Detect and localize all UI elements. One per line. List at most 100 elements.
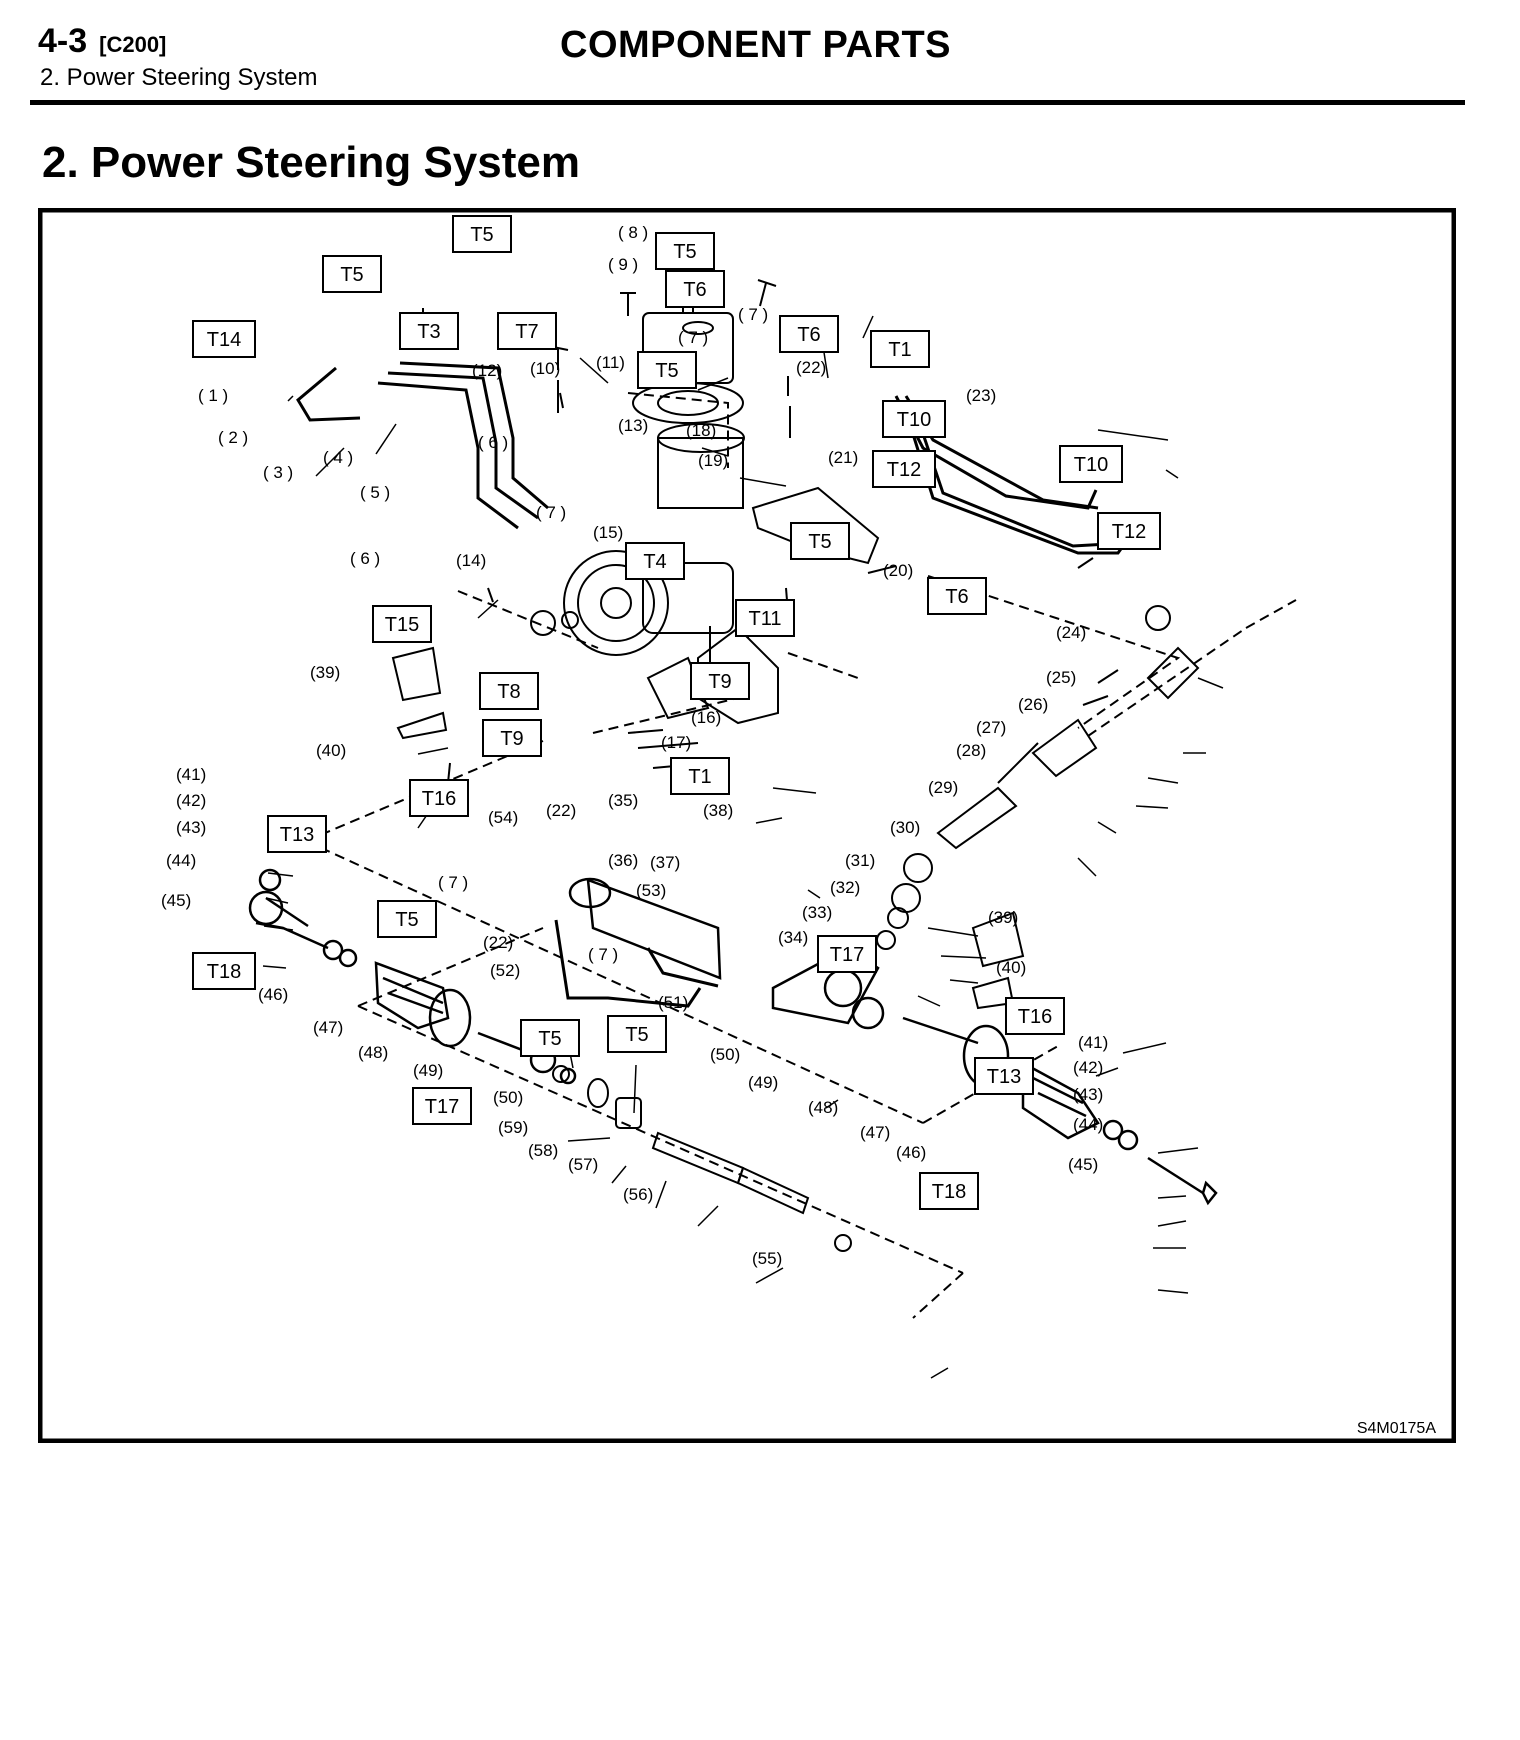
torque-label: T12 [1112, 521, 1146, 543]
callout: (11) [596, 353, 625, 372]
callout: (58) [528, 1141, 558, 1160]
diagram-border [38, 208, 1456, 1443]
callout: (31) [845, 851, 875, 870]
torque-label: T4 [643, 551, 666, 573]
callout: (40) [316, 741, 346, 760]
callout: (41) [176, 765, 206, 784]
torque-label: T8 [497, 681, 520, 703]
torque-label: T5 [340, 264, 363, 286]
callout: (13) [618, 416, 648, 435]
callout: (29) [928, 778, 958, 797]
callout: (46) [258, 985, 288, 1004]
exploded-diagram: T5 T5 T5 T6 T14 T3 T7 T6 T1 T5 T10 T12 T… [38, 208, 1456, 1443]
torque-label: T12 [887, 459, 921, 481]
page-number: 4-3[C200] [38, 22, 167, 60]
callout: (41) [1078, 1033, 1108, 1052]
callout: ( 7 ) [588, 945, 618, 964]
rack-tube [552, 1065, 852, 1252]
callout: (42) [1073, 1058, 1103, 1077]
callout: (12) [472, 361, 502, 380]
callout: (42) [176, 791, 206, 810]
torque-label: T5 [625, 1024, 648, 1046]
callout: (53) [636, 881, 666, 900]
torque-boxes: T5 T5 T5 T6 T14 T3 T7 T6 T1 T5 T10 T12 T… [192, 215, 1161, 1210]
callouts: ( 8 ) ( 9 ) ( 7 ) ( 7 ) (22) (23) (12) (… [161, 223, 1108, 1268]
torque-label: T18 [207, 961, 241, 983]
callout: (47) [313, 1018, 343, 1037]
callout: (44) [1073, 1115, 1103, 1134]
callout: (22) [483, 933, 513, 952]
torque-label: T5 [808, 531, 831, 553]
torque-label: T17 [830, 944, 864, 966]
torque-label: T5 [538, 1028, 561, 1050]
breadcrumb: 2. Power Steering System [40, 64, 318, 91]
torque-label: T9 [500, 728, 523, 750]
callout: (26) [1018, 695, 1048, 714]
callout: (46) [896, 1143, 926, 1162]
callout: (19) [698, 451, 728, 470]
callout: (51) [658, 993, 688, 1012]
torque-label: T5 [655, 360, 678, 382]
callout: (37) [650, 853, 680, 872]
callout: (27) [976, 718, 1006, 737]
torque-label: T15 [385, 614, 419, 636]
callout: (55) [752, 1249, 782, 1268]
callout: (18) [686, 421, 716, 440]
torque-label: T1 [688, 766, 711, 788]
callout: (56) [623, 1185, 653, 1204]
reservoir-bracket [751, 486, 880, 565]
callout: (17) [661, 733, 691, 752]
callout: (45) [161, 891, 191, 910]
callout: ( 4 ) [323, 448, 353, 467]
bolts [422, 279, 1094, 784]
torque-label: T10 [897, 409, 931, 431]
callout: (43) [1073, 1085, 1103, 1104]
tie-rod-right [851, 996, 1218, 1206]
torque-label: T1 [888, 339, 911, 361]
callout: (23) [966, 386, 996, 405]
callout: (36) [608, 851, 638, 870]
callout: (22) [546, 801, 576, 820]
page-code: [C200] [99, 32, 167, 57]
section-title: 2. Power Steering System [42, 138, 580, 187]
torque-label: T6 [797, 324, 820, 346]
callout: (25) [1046, 668, 1076, 687]
callout: (59) [498, 1118, 528, 1137]
callout: (47) [860, 1123, 890, 1142]
callout: ( 9 ) [608, 255, 638, 274]
page-title: COMPONENT PARTS [560, 24, 952, 66]
torque-label: T13 [280, 824, 314, 846]
callout: (21) [828, 448, 858, 467]
callout: (34) [778, 928, 808, 947]
callout: ( 7 ) [438, 873, 468, 892]
pinion-valve [876, 605, 1200, 950]
oil-pump [530, 550, 734, 656]
callout: (15) [593, 523, 623, 542]
callout: (39) [988, 908, 1018, 927]
torque-label: T18 [932, 1181, 966, 1203]
torque-label: T5 [395, 909, 418, 931]
callout: (32) [830, 878, 860, 897]
torque-label: T6 [945, 586, 968, 608]
leader-lines [262, 237, 1224, 1379]
callout: ( 6 ) [350, 549, 380, 568]
callout: ( 7 ) [738, 305, 768, 324]
callout: (54) [488, 808, 518, 827]
torque-label: T9 [708, 671, 731, 693]
callout: ( 3 ) [263, 463, 293, 482]
callout: (10) [530, 359, 560, 378]
callout: (14) [456, 551, 486, 570]
torque-label: T3 [417, 321, 440, 343]
torque-label: T10 [1074, 454, 1108, 476]
callout: (30) [890, 818, 920, 837]
callout: (39) [310, 663, 340, 682]
callout: (49) [413, 1061, 443, 1080]
callout: (40) [996, 958, 1026, 977]
callout: (48) [358, 1043, 388, 1062]
callout: (38) [703, 801, 733, 820]
callout: ( 6 ) [478, 433, 508, 452]
torque-label: T16 [1018, 1006, 1052, 1028]
callout: ( 2 ) [218, 428, 248, 447]
torque-label: T17 [425, 1096, 459, 1118]
callout: ( 8 ) [618, 223, 648, 242]
